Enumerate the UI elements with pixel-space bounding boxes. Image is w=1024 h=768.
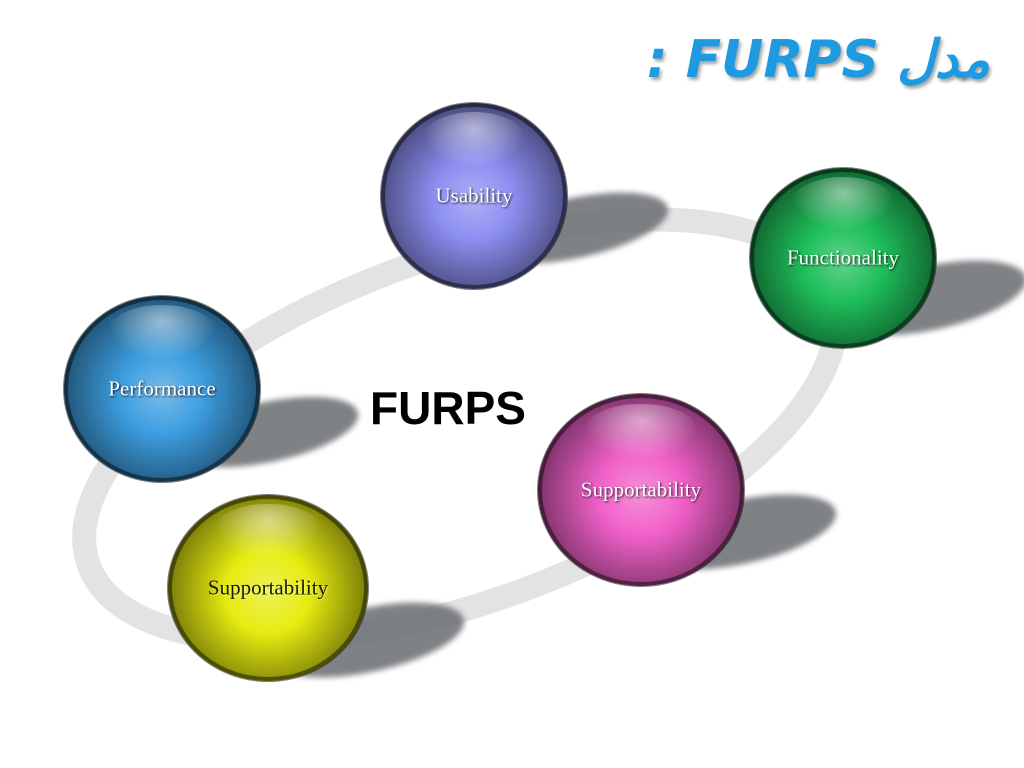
node-label-usability: Usability: [435, 183, 513, 208]
slide-title: مدل FURPS :: [646, 30, 990, 90]
node-label-functionality: Functionality: [787, 245, 899, 270]
node-usability: Usability: [381, 103, 567, 289]
node-supportability-pink: Supportability: [538, 394, 744, 586]
node-label-supportability-pink: Supportability: [580, 477, 702, 502]
node-supportability-yellow: Supportability: [168, 495, 368, 681]
node-performance: Performance: [64, 296, 260, 482]
node-label-supportability-yellow: Supportability: [207, 575, 329, 600]
center-label: FURPS: [370, 382, 526, 434]
node-functionality: Functionality: [750, 168, 936, 348]
node-label-performance: Performance: [108, 376, 216, 401]
